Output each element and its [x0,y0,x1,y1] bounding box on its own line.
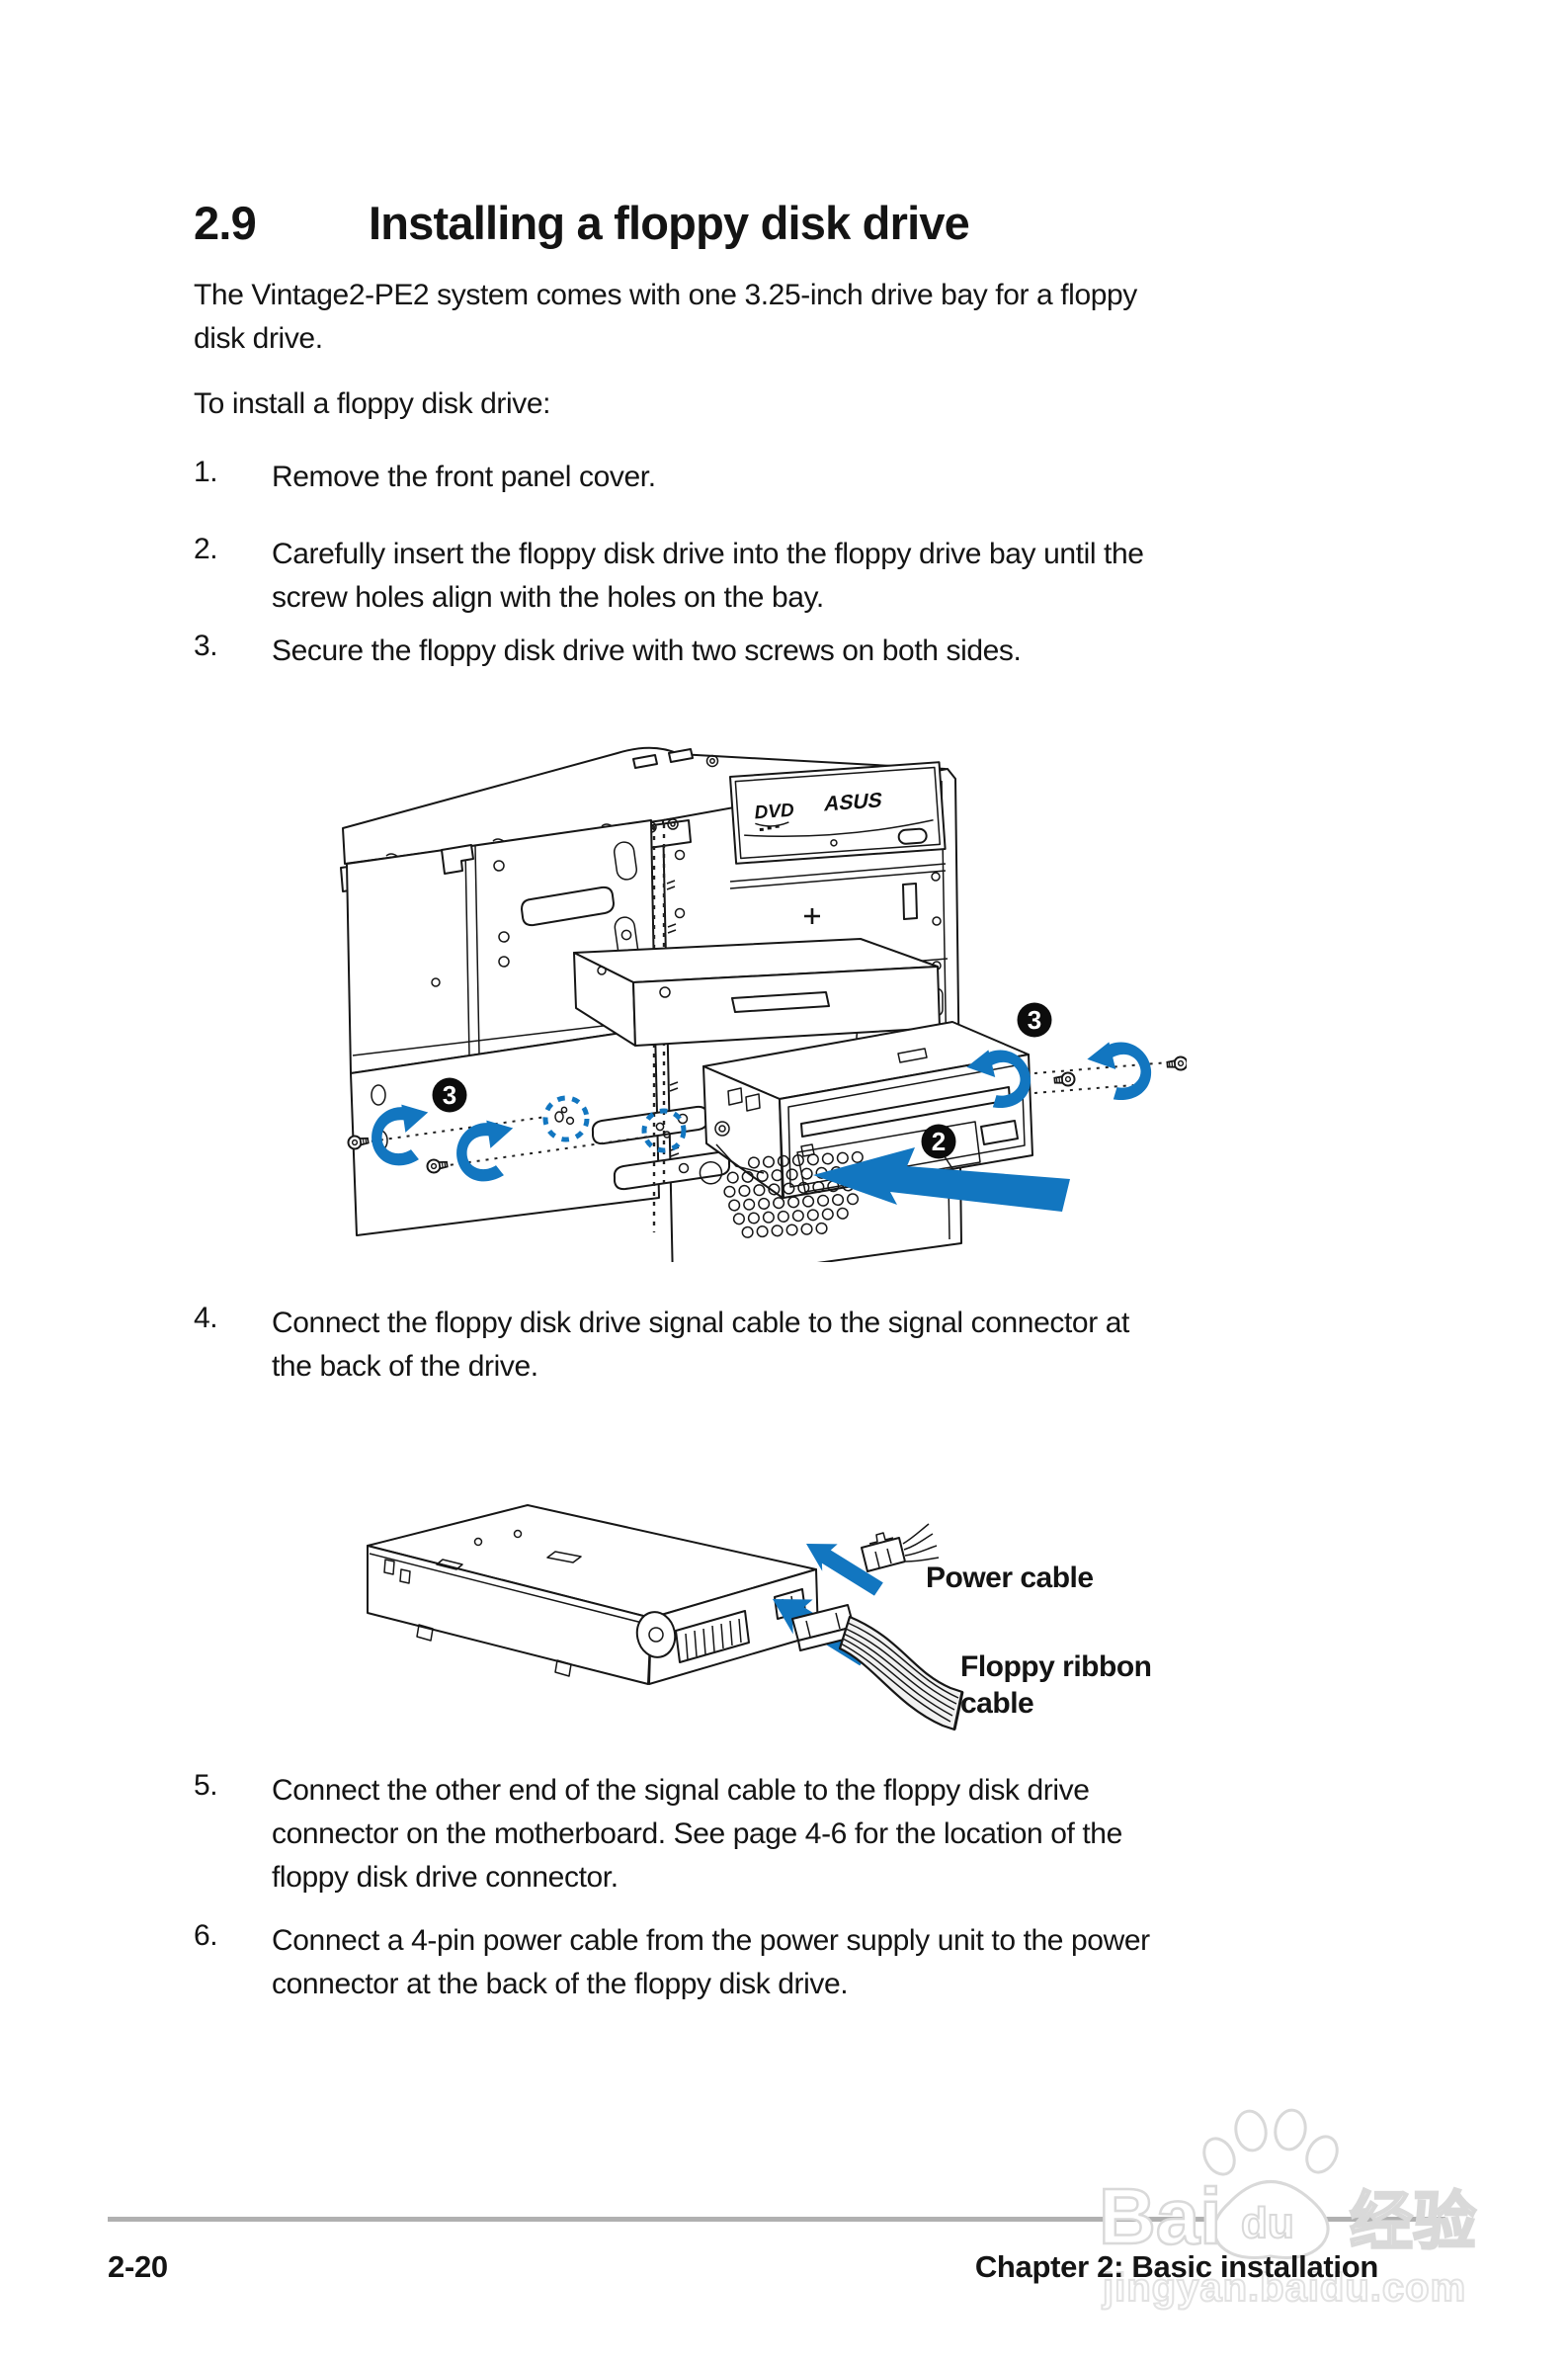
step-text: Connect a 4-pin power cable from the pow… [272,1924,1150,2000]
watermark-jingyan-cn: 经验 [1350,2186,1476,2257]
baidu-paw-icon [1202,2108,1339,2259]
screw-icon [1165,1055,1187,1072]
step-text: Carefully insert the floppy disk drive i… [272,538,1144,614]
footer-rule [108,2217,1445,2222]
callout-3-right: 3 [1017,1002,1052,1038]
power-cable-label: Power cable [926,1562,1094,1594]
screw-holes [554,1106,671,1139]
step-text: Remove the front panel cover. [272,461,656,493]
dvd-drive: DVD ASUS [729,761,947,865]
section-heading: 2.9 Installing a floppy disk drive [194,196,970,250]
intro-paragraph: The Vintage2-PE2 system comes with one 3… [194,279,1137,355]
footer-page-number: 2-20 [108,2249,168,2284]
svg-text:3: 3 [1028,1005,1041,1035]
ribbon-cable-label: Floppy ribbon cable [960,1650,1152,1720]
rotate-arrow-icon [1085,1035,1156,1106]
screw-hole-highlight [641,1108,687,1153]
watermark-url: jingyan.baidu.com [1102,2266,1466,2310]
section-number: 2.9 [194,197,257,249]
step-text: Secure the floppy disk drive with two sc… [272,634,1022,667]
step-number: 1. [194,456,218,488]
asus-logo: ASUS [823,788,884,815]
lead-paragraph: To install a floppy disk drive: [194,387,551,420]
ribbon-cable [838,1615,964,1731]
screw-icon [1052,1070,1077,1088]
step-text: Connect the other end of the signal cabl… [272,1774,1122,1894]
figure-chassis-floppy-install: DVD ASUS [340,746,1187,1262]
step-text: Connect the floppy disk drive signal cab… [272,1307,1129,1383]
floppy-drive-rear [367,1504,819,1685]
upper-drive-sled [573,938,941,1047]
insert-arrow-icon [813,1147,1070,1212]
leader-line [1033,1060,1182,1074]
svg-text:2: 2 [932,1127,946,1156]
baidu-watermark: Bai du 经验 jingyan.baidu.com [1098,2108,1477,2311]
leader-line [1033,1084,1134,1094]
step-number: 5. [194,1769,218,1802]
step-number: 6. [194,1919,218,1952]
power-cable [861,1523,940,1572]
figure-floppy-cables [367,1504,964,1731]
step-number: 3. [194,630,218,662]
eject-button [980,1120,1019,1145]
page-title: Installing a floppy disk drive [369,197,970,249]
callout-3-left: 3 [432,1077,467,1113]
watermark-du: du [1241,2199,1294,2247]
step-number: 4. [194,1302,218,1334]
step-number: 2. [194,533,218,565]
screw-hole-highlight [542,1095,590,1142]
watermark-bai: Bai [1099,2172,1222,2260]
signal-connector [675,1610,750,1663]
callout-2: 2 [921,1124,956,1159]
footer-chapter: Chapter 2: Basic installation [974,2249,1378,2284]
svg-text:3: 3 [443,1080,456,1110]
dvd-logo: DVD [754,801,795,824]
